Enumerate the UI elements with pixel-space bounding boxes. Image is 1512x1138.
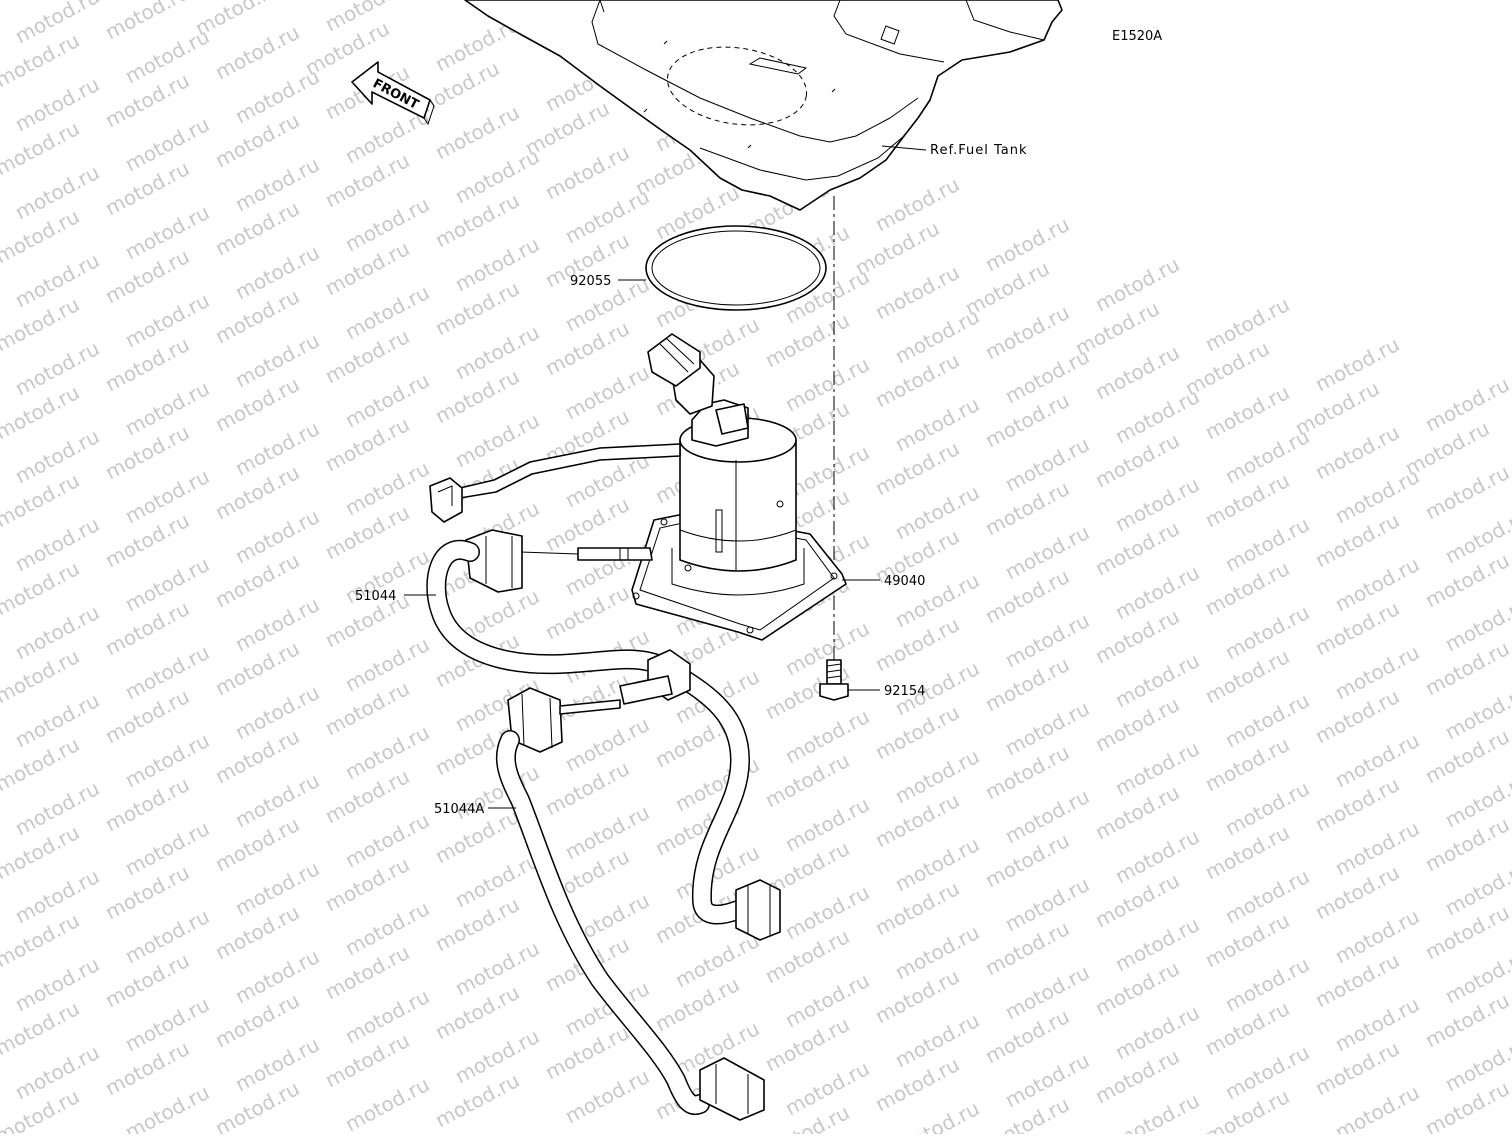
watermark-text: motod.ru [561, 1064, 653, 1128]
bolt-callout: 92154 [884, 684, 925, 699]
watermark-text: motod.ru [1311, 420, 1403, 484]
watermark-text: motod.ru [1421, 460, 1512, 524]
ref-fuel-tank-label: Ref.Fuel Tank [930, 143, 1027, 158]
watermark-text: motod.ru [541, 140, 633, 204]
o-ring [646, 226, 826, 310]
hose-upper-callout: 51044 [355, 589, 396, 604]
pump-outlet-leader [520, 552, 578, 554]
watermark-text: motod.ru [211, 20, 303, 84]
o-ring-callout: 92055 [570, 274, 611, 289]
watermark-text: motod.ru [1201, 380, 1293, 444]
watermark-text: motod.ru [981, 300, 1073, 364]
watermark-text: motod.ru [431, 100, 523, 164]
watermark-text: motod.ru [341, 1072, 433, 1134]
watermark-text: motod.ru [871, 260, 963, 324]
hose-lower-callout: 51044A [434, 802, 484, 817]
watermark-text: motod.ru [1091, 340, 1183, 404]
diagram-code: E1520A [1112, 29, 1162, 44]
fuel-pump-callout: 49040 [884, 574, 925, 589]
